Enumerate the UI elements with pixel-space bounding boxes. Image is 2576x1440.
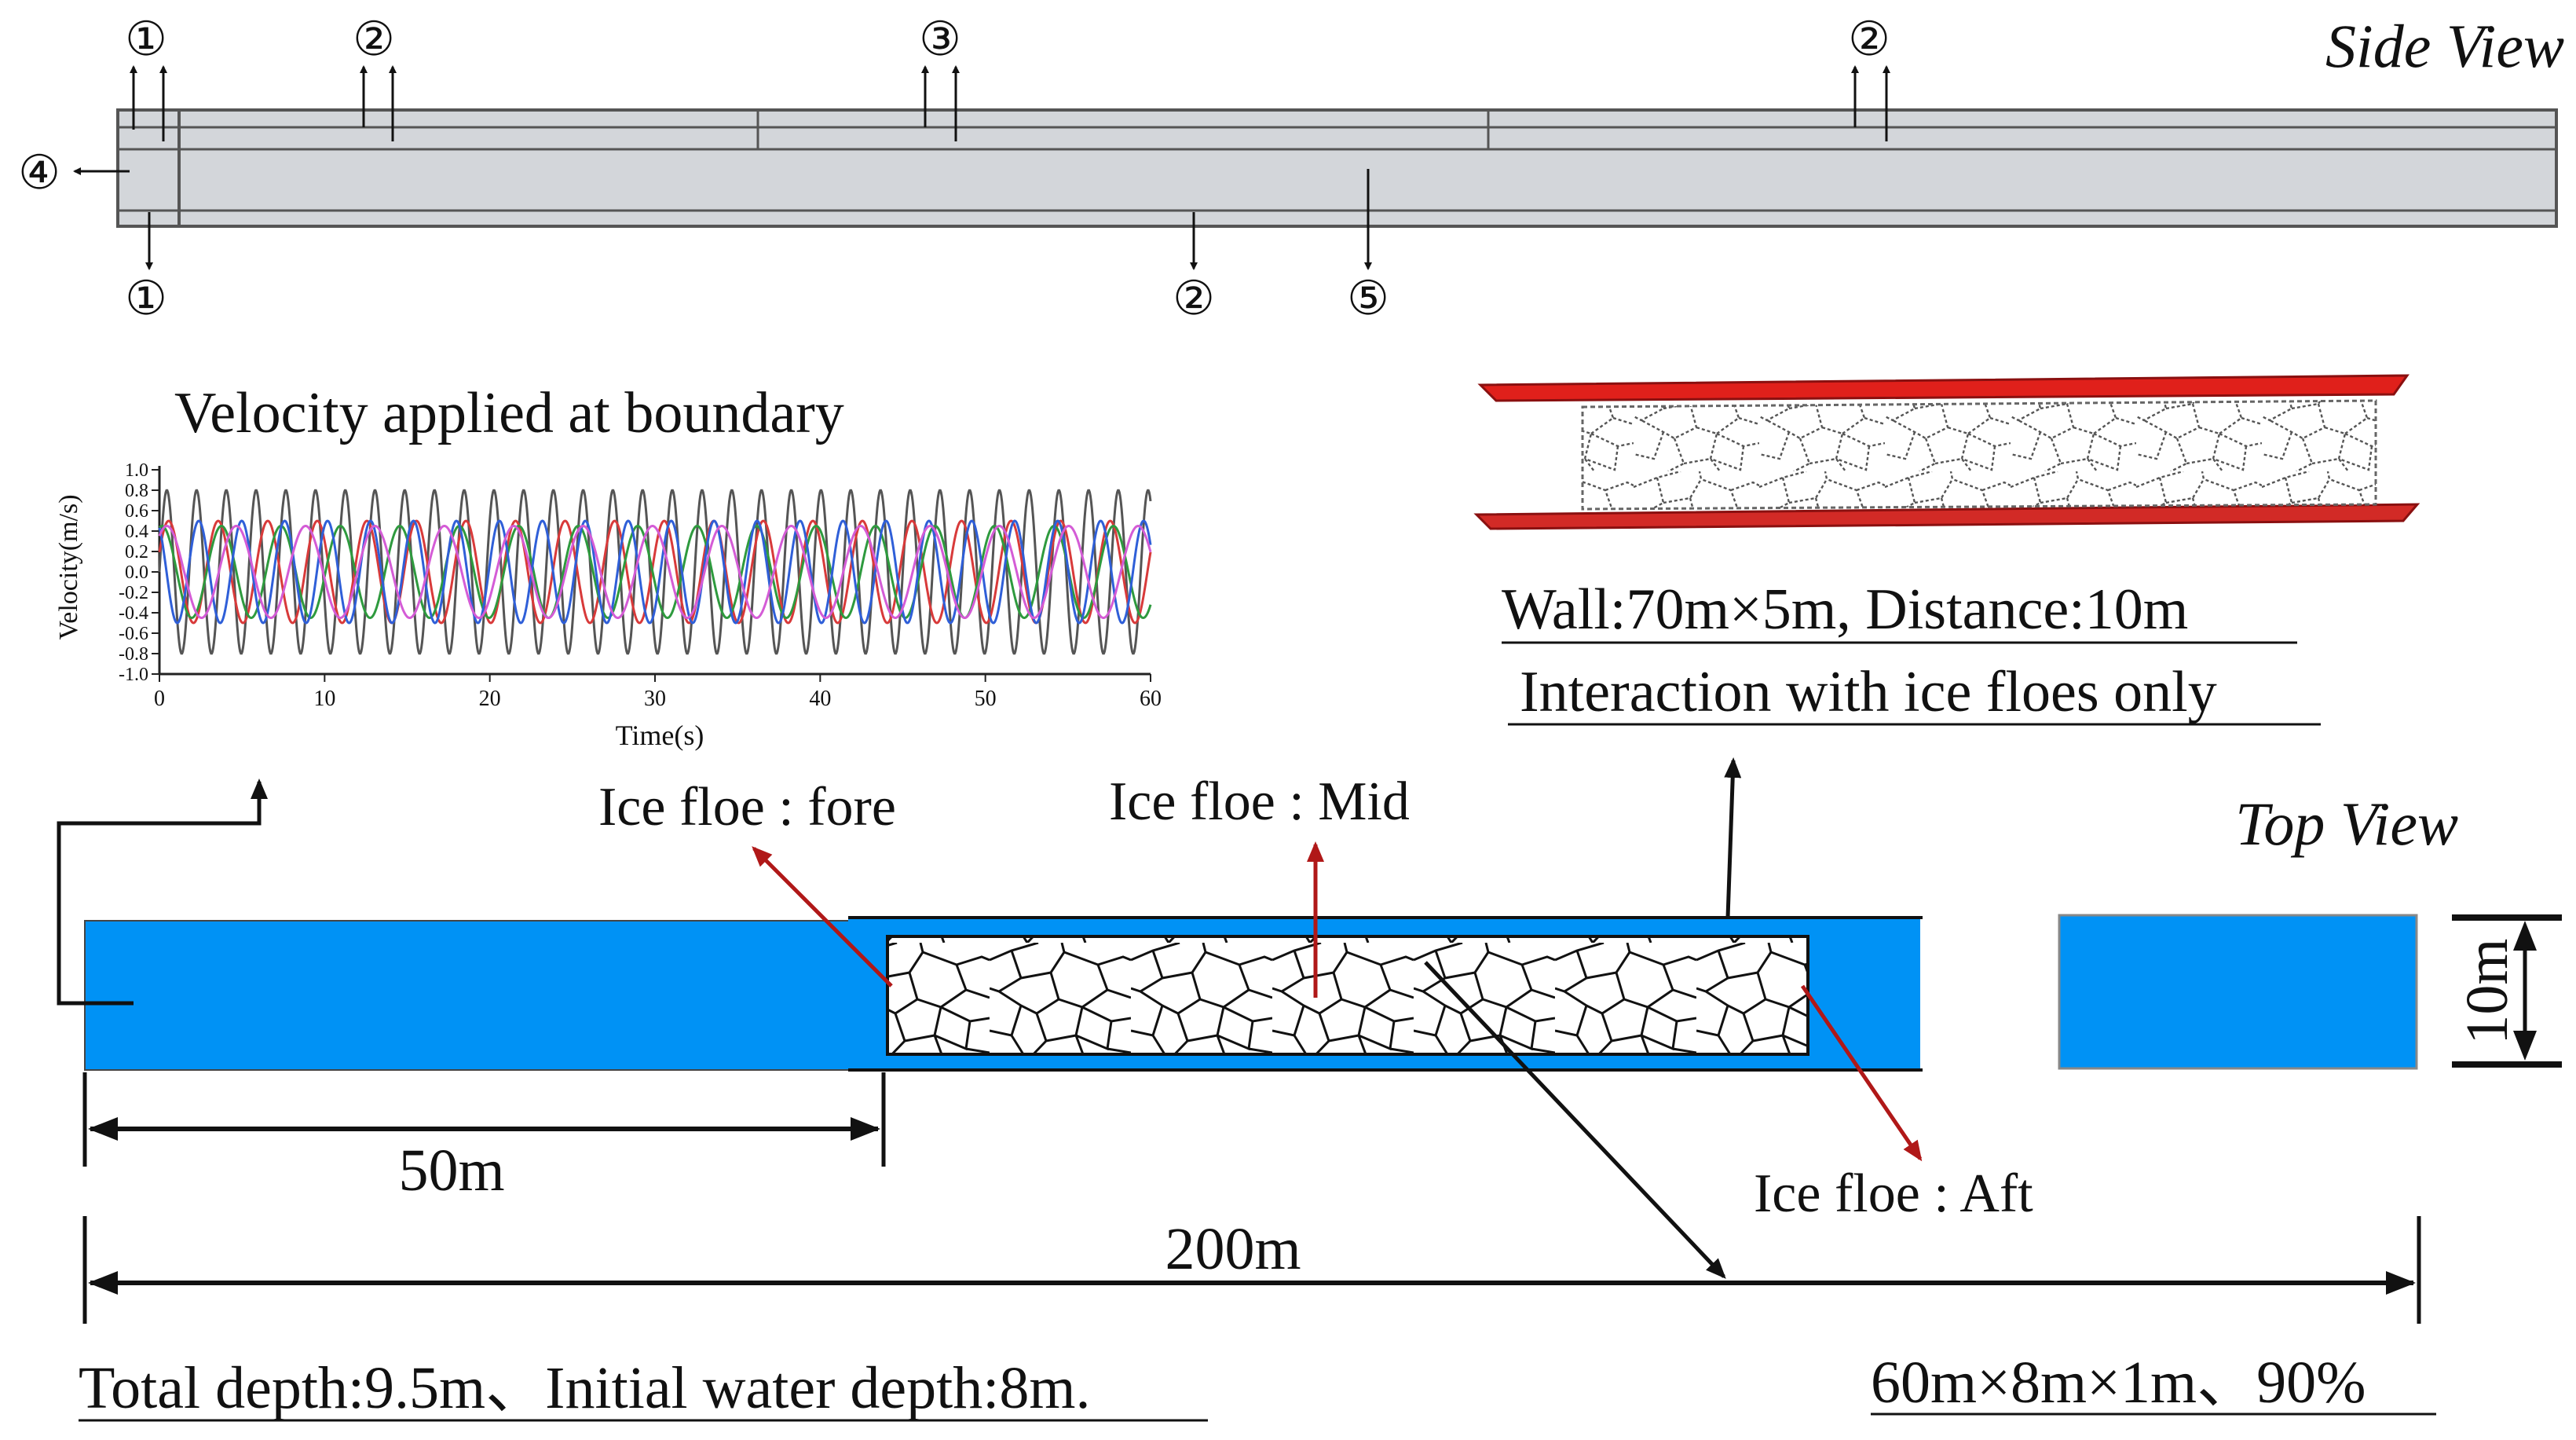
chart-y-tick-label: 0.2 xyxy=(125,542,148,562)
chart-x-tick-label: 30 xyxy=(644,687,666,711)
ice-floe-field xyxy=(886,935,1809,1056)
velocity-chart-ylabel: Velocity(m/s) xyxy=(54,494,83,639)
wall-bottom xyxy=(1473,503,2420,530)
chart-x-tick-label: 20 xyxy=(479,687,501,711)
dimension-50m xyxy=(82,1072,886,1167)
velocity-chart-xlabel: Time(s) xyxy=(616,720,704,751)
velocity-chart: Velocity applied at boundary 1.00.80.60.… xyxy=(54,381,1162,751)
wall-connection-arrow xyxy=(1724,757,1742,918)
chart-y-tick-label: -0.2 xyxy=(119,583,148,603)
side-markers xyxy=(73,65,1890,270)
marker-2-bottom: ② xyxy=(1173,273,1215,324)
chart-y-tick-label: 0.0 xyxy=(125,562,148,583)
chart-y-tick-label: 0.8 xyxy=(125,481,148,501)
chart-series-line-4 xyxy=(158,519,1152,625)
side-tank-body xyxy=(116,108,2558,228)
wall-top xyxy=(1477,374,2410,402)
marker-4-left: ④ xyxy=(18,147,60,199)
depth-info: Total depth:9.5m、Initial water depth:8m. xyxy=(79,1355,1091,1421)
width-dimension-label: 10m xyxy=(2454,938,2520,1044)
width-dimension xyxy=(2452,914,2562,1068)
velocity-chart-title: Velocity applied at boundary xyxy=(174,381,844,445)
chart-y-tick-label: -0.6 xyxy=(119,624,148,644)
chart-y-tick-label: 0.4 xyxy=(125,522,148,542)
dimension-200m xyxy=(82,1216,2421,1324)
ice-aft-arrow xyxy=(1800,984,1923,1162)
wall-info-line1: Wall:70m×5m, Distance:10m xyxy=(1502,577,2188,642)
marker-3-top: ③ xyxy=(919,13,961,65)
top-view: Top View Ice floe : fore Ice floe : Mid … xyxy=(57,757,2562,1422)
width-dim-arrow-down xyxy=(2513,1031,2537,1061)
chart-y-tick-label: -0.8 xyxy=(119,644,148,665)
marker-1-top: ① xyxy=(125,13,167,65)
ice-fore-arrow xyxy=(752,846,893,987)
dim-50m-arrow-right xyxy=(851,1117,880,1141)
chart-series-line-5 xyxy=(158,525,1152,619)
velocity-chart-plot: 1.00.80.60.40.20.0-0.2-0.4-0.6-0.8-1.0 0 1… xyxy=(119,460,1162,711)
marker-2-top-b: ② xyxy=(1848,13,1890,65)
dim-200m-arrow-left xyxy=(88,1271,118,1295)
wall-info-line2: Interaction with ice floes only xyxy=(1520,660,2217,724)
ice-mid-label: Ice floe : Mid xyxy=(1109,771,1410,832)
marker-2-top-a: ② xyxy=(353,13,395,65)
water-channel-end xyxy=(2058,914,2418,1070)
top-view-title: Top View xyxy=(2235,790,2458,858)
water-channel-left xyxy=(84,920,879,1071)
chart-y-tick-label: 0.6 xyxy=(125,501,148,522)
inlet-boundary-arrow xyxy=(57,779,268,1006)
chart-x-tick-label: 0 xyxy=(154,687,165,711)
floe-info-arrow xyxy=(1424,961,1726,1279)
chart-x-tick-label: 60 xyxy=(1140,687,1162,711)
chart-y-tick-label: -1.0 xyxy=(119,665,148,685)
marker-5-bottom: ⑤ xyxy=(1347,273,1389,324)
chart-x-tick-label: 40 xyxy=(809,687,831,711)
wall-inset: Wall:70m×5m, Distance:10m Interaction wi… xyxy=(1473,374,2420,726)
marker-1-bottom: ① xyxy=(125,273,167,324)
chart-series-line-1 xyxy=(158,489,1152,655)
chart-y-tick-label: 1.0 xyxy=(125,460,148,481)
chart-x-tick-label: 10 xyxy=(313,687,335,711)
dimension-200m-label: 200m xyxy=(1165,1216,1301,1282)
dim-200m-arrow-right xyxy=(2386,1271,2416,1295)
chart-x-tick-label: 50 xyxy=(975,687,997,711)
dimension-50m-label: 50m xyxy=(398,1138,504,1204)
side-view-title: Side View xyxy=(2325,12,2564,80)
chart-series-line-2 xyxy=(158,519,1152,625)
width-dim-arrow-up xyxy=(2513,921,2537,951)
dim-50m-arrow-left xyxy=(88,1117,118,1141)
wall-inset-ice-floes xyxy=(1581,399,2377,511)
chart-y-tick-label: -0.4 xyxy=(119,603,148,624)
side-view: Side View ① ② ③ ② ④ ① ② ⑤ xyxy=(18,12,2564,324)
floe-info: 60m×8m×1m、90% xyxy=(1871,1350,2366,1416)
ice-aft-label: Ice floe : Aft xyxy=(1754,1163,2033,1224)
ice-fore-label: Ice floe : fore xyxy=(598,777,896,837)
